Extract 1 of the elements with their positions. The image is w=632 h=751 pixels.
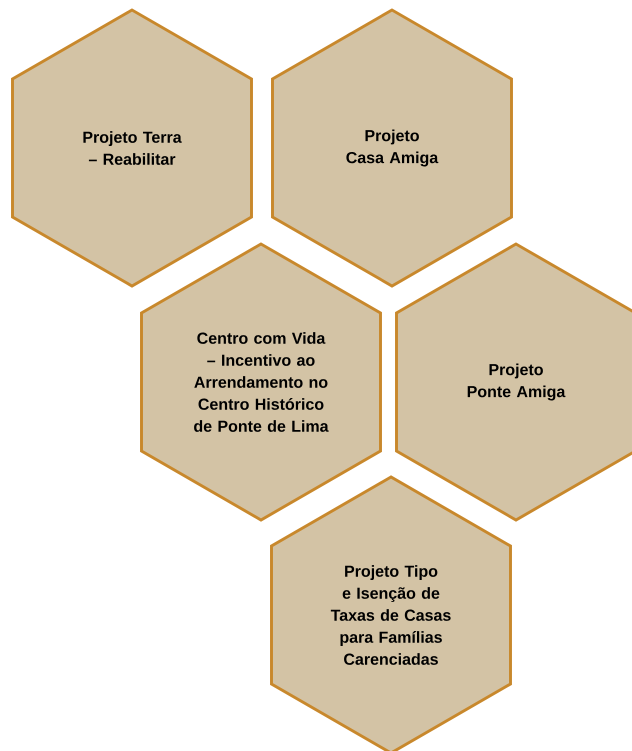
node-label: Projeto Tipo e Isenção de Taxas de Casas para Famílias Carenciadas bbox=[330, 565, 451, 665]
